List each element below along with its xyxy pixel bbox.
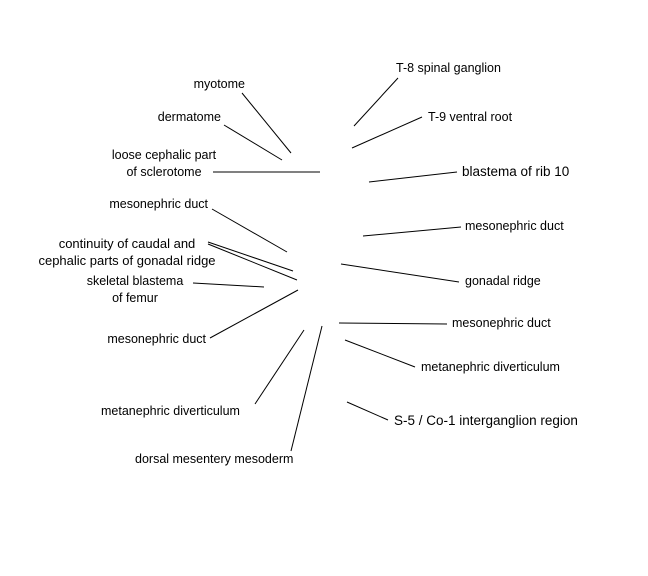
leader-t9	[351, 116, 423, 149]
label-myotome: myotome	[193, 77, 245, 91]
label-skeletal-line2: of femur	[112, 291, 158, 305]
label-skeletal-femur: skeletal blastema of femur	[74, 273, 196, 307]
leader-metanephric-left	[254, 329, 305, 405]
label-s5: S-5 / Co-1 interganglion region	[394, 413, 578, 428]
label-loose-cephalic-line2: of sclerotome	[126, 165, 202, 179]
leader-mesonephric-duct-left-bottom	[209, 289, 299, 339]
leader-s5	[346, 401, 389, 421]
label-dermatome: dermatome	[157, 110, 221, 124]
leader-blastema-rib	[368, 171, 458, 183]
leader-continuity-a	[207, 241, 294, 272]
leader-dorsal-mesentery	[290, 325, 323, 452]
leader-continuity-b	[207, 243, 298, 281]
label-mesonephric-duct-right-top: mesonephric duct	[465, 219, 564, 233]
leader-t8	[353, 77, 399, 127]
leader-gonadal-ridge	[340, 263, 460, 283]
label-continuity-line2: cephalic parts of gonadal ridge	[38, 253, 216, 268]
leader-skeletal-femur	[192, 282, 265, 288]
label-mesonephric-duct-left-top: mesonephric duct	[109, 197, 208, 211]
label-metanephric-left: metanephric diverticulum	[101, 404, 240, 418]
leader-myotome	[241, 92, 292, 154]
label-metanephric-right: metanephric diverticulum	[421, 360, 560, 374]
label-mesonephric-duct-right-bottom: mesonephric duct	[452, 316, 551, 330]
label-gonadal-ridge: gonadal ridge	[465, 274, 541, 288]
label-t9: T-9 ventral root	[428, 110, 513, 124]
label-t8: T-8 spinal ganglion	[396, 61, 501, 75]
label-loose-cephalic-line1: loose cephalic part	[111, 148, 217, 162]
label-dorsal-mesentery: dorsal mesentery mesoderm	[135, 452, 294, 466]
label-continuity-line1: continuity of caudal and	[58, 236, 196, 251]
leader-mesonephric-duct-left-top	[211, 208, 288, 253]
leader-dermatome	[223, 124, 283, 161]
leader-mesonephric-duct-right-bottom	[338, 322, 448, 325]
label-skeletal-line1: skeletal blastema	[86, 274, 184, 288]
label-blastema-rib: blastema of rib 10	[462, 164, 570, 179]
label-continuity: continuity of caudal and cephalic parts …	[20, 235, 234, 269]
label-loose-cephalic: loose cephalic part of sclerotome	[98, 147, 230, 181]
leader-metanephric-right	[344, 339, 416, 368]
leader-mesonephric-duct-right-top	[362, 226, 462, 237]
label-mesonephric-duct-left-bottom: mesonephric duct	[107, 332, 206, 346]
